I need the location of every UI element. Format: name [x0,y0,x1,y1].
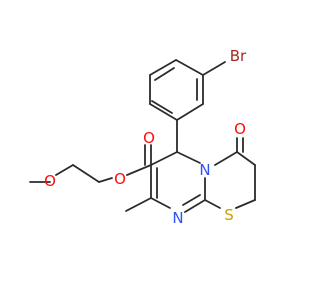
atom-labels: O O O O N N S Br [44,47,247,227]
thiazine-ring-bonds [204,137,256,209]
atom-n-ring: N [199,161,210,179]
pyrimidine-ring-bonds [125,151,206,213]
atom-o-ether: O [44,172,56,190]
atom-o-carbonyl: O [143,129,155,147]
atom-br: Br [230,47,247,65]
atom-o-ketone: O [234,120,246,138]
atom-s: S [224,206,234,224]
atom-o-ester: O [114,170,126,188]
bromophenyl-ring-bonds [149,59,226,153]
molecule-structure: O O O O N N S Br [29,47,256,227]
atom-n-imine: N [172,209,183,227]
ester-chain-bonds [29,144,152,183]
